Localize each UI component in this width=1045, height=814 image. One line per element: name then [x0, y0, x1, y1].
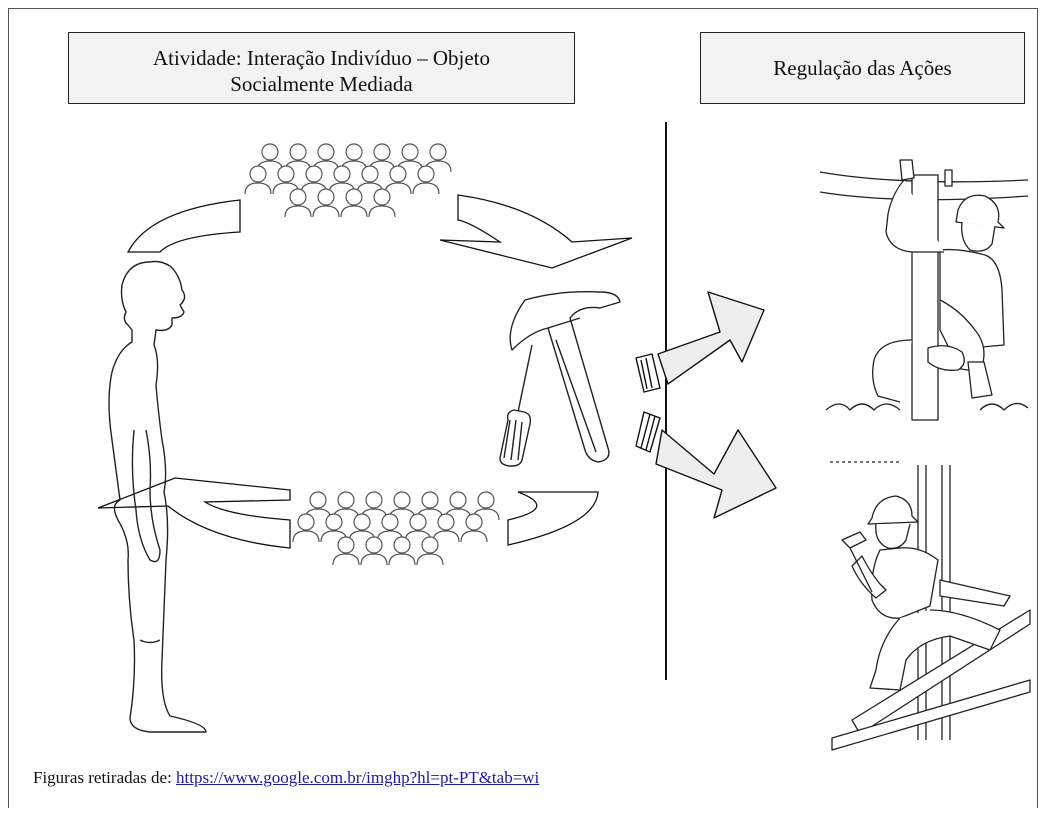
curved-arrow — [97, 477, 291, 549]
curved-arrow — [439, 194, 633, 269]
curved-arrow — [126, 199, 241, 253]
right-arrow — [635, 291, 765, 393]
activity-title-line1: Atividade: Interação Indivíduo – Objeto — [152, 46, 491, 70]
crowd-icon — [292, 491, 500, 566]
regulation-title-box: Regulação das Ações — [700, 32, 1025, 104]
scaffold-worker-icon — [830, 461, 1031, 751]
crowd-icon — [244, 143, 452, 218]
curved-arrow — [507, 491, 599, 546]
hammer-screwdriver-icon — [499, 291, 621, 467]
caption-label: Figuras retiradas de: — [33, 768, 177, 787]
activity-title-box: Atividade: Interação Indivíduo – Objeto … — [68, 32, 575, 104]
standing-person-icon — [108, 260, 207, 733]
regulation-title: Regulação das Ações — [773, 56, 952, 80]
right-arrow — [635, 411, 777, 519]
source-link[interactable]: https://www.google.com.br/imghp?hl=pt-PT… — [176, 768, 540, 787]
caption: Figuras retiradas de: https://www.google… — [33, 768, 539, 788]
diagram-frame — [8, 8, 1038, 808]
activity-title-line2: Socialmente Mediada — [230, 72, 413, 96]
pole-worker-icon — [819, 159, 1029, 421]
